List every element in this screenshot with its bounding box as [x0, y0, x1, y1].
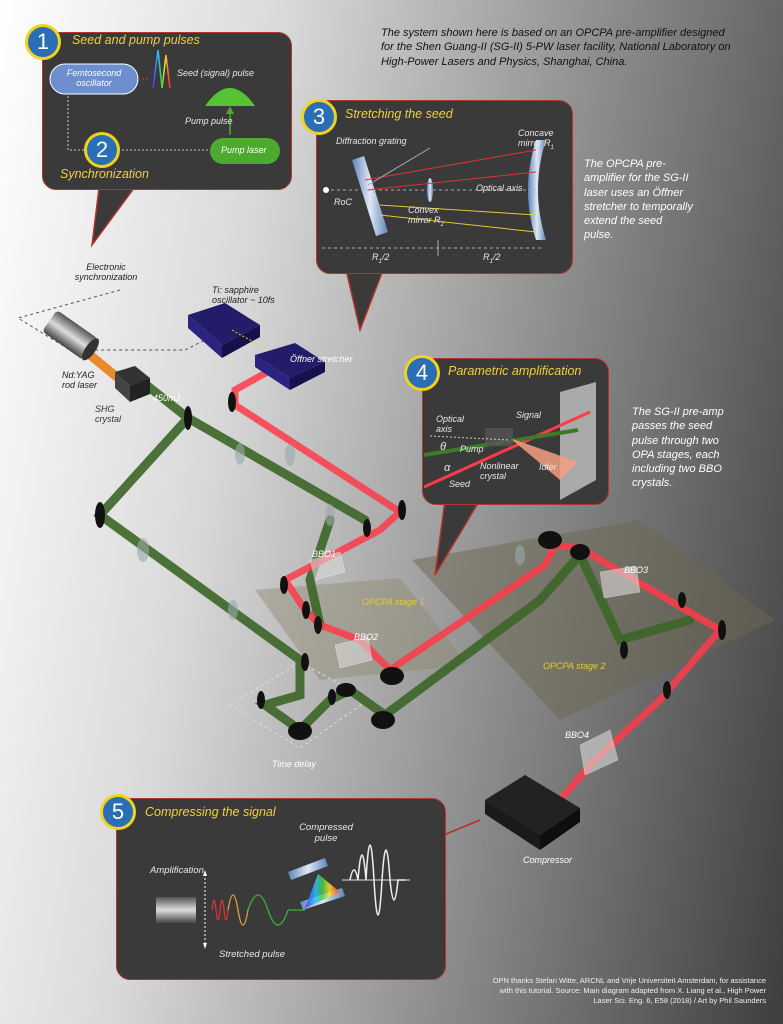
alpha-label: α: [444, 462, 451, 474]
compressor-label: Compressor: [523, 855, 573, 865]
mirror-set: [95, 392, 726, 740]
offner-box: [255, 343, 325, 378]
stretched-pulse-label: Stretched pulse: [219, 949, 286, 960]
ndyag-laser: [43, 311, 99, 361]
offner-label: Öffner stretcher: [290, 354, 353, 364]
optical-axis-label-4: Optical axis: [436, 414, 465, 435]
bbo-crystals: [309, 551, 641, 776]
electronic-sync-label: Electronic synchronization: [74, 262, 138, 283]
oscillator-label: Femtosecond oscillator: [66, 68, 122, 89]
pump-laser-label: Pump laser: [221, 145, 267, 155]
optical-axis-label: Optical axis: [476, 183, 523, 193]
callout-tail-3: [344, 264, 387, 333]
convex-mirror-label: Convex mirror R2: [408, 205, 444, 229]
badge-5: 5: [100, 794, 136, 830]
stage1-label: OPCPA stage 1: [362, 597, 425, 607]
credits-text: OPN thanks Stefan Witte, ARCNL and Vrije…: [492, 976, 766, 1005]
ti-sapphire-label: Ti: sapphire oscillator ~ 10fs: [212, 285, 275, 306]
bbo1-label: BBO1: [312, 549, 337, 559]
amplification-label: Amplification: [150, 865, 204, 876]
time-delay-box: [229, 661, 369, 749]
signal-label: Signal: [516, 410, 542, 420]
panel1-title: Seed and pump pulses: [72, 33, 200, 47]
note-opa: The SG-II pre-amp passes the seed pulse …: [632, 406, 724, 490]
r1-half-left: R1/2: [372, 252, 390, 265]
note-stretcher: The OPCPA pre-amplifier for the SG-II la…: [584, 158, 693, 242]
r1-half-right: R1/2: [483, 252, 501, 265]
opcpa-stage1-plane: [255, 578, 468, 680]
bbo2-label: BBO2: [354, 632, 379, 642]
panel3-title: Stretching the seed: [345, 107, 453, 121]
panel2-title: Synchronization: [60, 167, 149, 181]
lens-set: [137, 443, 525, 620]
seed-pulse-label: Seed (signal) pulse: [177, 68, 255, 78]
shg-crystal-box: [115, 366, 150, 386]
compressor-box: [485, 775, 580, 835]
ti-sapphire-box: [188, 303, 260, 345]
shg-label: SHG crystal: [95, 404, 122, 425]
intro-text: The system shown here is based on an OPC…: [381, 27, 731, 68]
bbo3-label: BBO3: [624, 565, 649, 575]
grating-label: Diffraction grating: [336, 136, 407, 146]
pump-label: Pump: [460, 444, 484, 454]
compressed-pulse-label: Compressed pulse: [299, 822, 353, 844]
ndyag-label: Nd:YAG rod laser: [62, 370, 98, 391]
panel4-title: Parametric amplification: [448, 364, 582, 378]
bbo4-label: BBO4: [565, 730, 590, 740]
badge-1: 1: [25, 24, 61, 60]
idler-label: Idler: [539, 462, 557, 472]
electronic-sync-line: [16, 289, 226, 351]
energy-label: 450mJ: [153, 393, 181, 403]
panel-stretching: [316, 100, 573, 274]
badge-4: 4: [404, 355, 440, 391]
roc-label: RoC: [334, 197, 353, 207]
opcpa-stage2-plane: [412, 520, 775, 720]
badge-2: 2: [84, 132, 120, 168]
seed-label: Seed: [449, 479, 471, 489]
pump-pulse-label: Pump pulse: [185, 116, 233, 126]
stage2-label: OPCPA stage 2: [543, 661, 606, 671]
badge-3: 3: [301, 99, 337, 135]
panel5-title: Compressing the signal: [145, 805, 276, 819]
time-delay-label: Time delay: [272, 759, 316, 769]
crystal-label: Nonlinear crystal: [480, 461, 519, 482]
theta-label: θ: [440, 441, 446, 453]
concave-mirror-label: Concave mirror R1: [518, 128, 554, 152]
